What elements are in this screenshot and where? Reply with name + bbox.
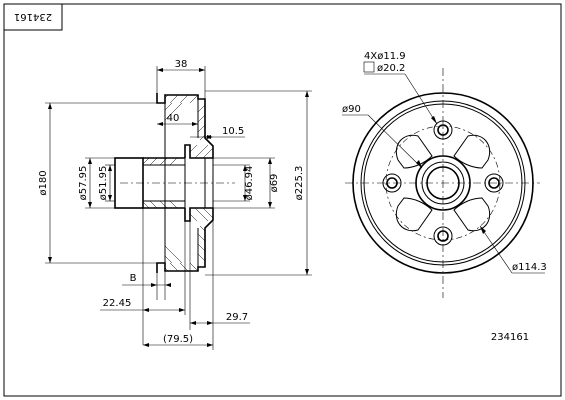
bolt-hole-bottom	[437, 230, 449, 242]
bolt-callout: 4Xø11.9 ø20.2	[363, 51, 438, 125]
dim-51-95: ø51.95	[98, 164, 115, 202]
bolt-hole-bottom-outer	[433, 226, 453, 246]
bolt-hole-right-outer	[484, 173, 504, 193]
dim-22-45: 22.45	[100, 208, 186, 345]
dim-40-label: 40	[167, 113, 180, 124]
dim-10-5-label: 10.5	[222, 126, 244, 137]
bolt-hole-top-outer	[433, 120, 453, 140]
dim-29-7: 29.7	[189, 208, 250, 330]
dim-46-94: ø46.94	[213, 164, 255, 202]
drum-outer-circle	[352, 92, 534, 274]
part-number: 234161	[491, 332, 529, 343]
drum-profile-upper	[156, 93, 214, 159]
drum-rim-circle	[360, 100, 526, 266]
corner-part-number: 234161	[14, 11, 52, 22]
bolt-holes	[382, 120, 504, 246]
bolt-cb-label: ø20.2	[377, 63, 405, 74]
slot-lower-left	[395, 197, 433, 232]
corner-part-number-box: 234161	[3, 3, 63, 31]
dim-180: ø180	[38, 102, 157, 264]
dim-38: 38	[156, 59, 206, 99]
pcd-circle	[385, 125, 501, 241]
dim-79-5-label: (79.5)	[163, 334, 193, 345]
center-bore	[426, 166, 460, 200]
dim-69: ø69	[213, 157, 280, 209]
drum-profile-lower	[156, 207, 214, 273]
dim-57-95-label: ø57.95	[78, 166, 89, 201]
drum-inner-circle	[363, 103, 523, 263]
dim-225-3: ø225.3	[205, 90, 312, 276]
dim-38-label: 38	[175, 59, 188, 70]
hatching-lower	[142, 200, 214, 272]
slot-upper-left	[395, 134, 433, 169]
drawing-frame	[3, 3, 562, 397]
dim-57-95: ø57.95	[78, 157, 115, 209]
bolt-hole-left	[386, 177, 398, 189]
bolt-hole-left-outer	[382, 173, 402, 193]
cooling-slots	[395, 134, 491, 232]
slot-lower-right	[453, 197, 491, 232]
dim-69-label: ø69	[269, 174, 280, 193]
dim-46-94-label: ø46.94	[244, 166, 255, 201]
hatching-upper	[142, 94, 214, 166]
dim-29-7-label: 29.7	[226, 312, 248, 323]
pcd-label: ø114.3	[512, 262, 547, 273]
hub-outer-circle	[415, 155, 471, 211]
dim-51-95-label: ø51.95	[98, 166, 109, 201]
dim-b: B	[122, 271, 171, 300]
pcd-callout: ø114.3	[479, 225, 547, 274]
dim-b-label: B	[130, 273, 137, 284]
hub-body	[114, 157, 144, 209]
bolt-hole-right	[488, 177, 500, 189]
side-view: 38 40 10.5 ø180	[38, 59, 312, 350]
dim-79-5: (79.5)	[143, 330, 214, 350]
center-hole-callout: ø90	[342, 104, 423, 169]
dim-225-3-label: ø225.3	[294, 166, 305, 201]
front-view: 4Xø11.9 ø20.2 ø90 ø114.3	[342, 51, 547, 298]
bolt-spec-label: 4Xø11.9	[364, 51, 406, 62]
dim-22-45-label: 22.45	[103, 298, 132, 309]
dim-10-5: 10.5	[190, 126, 245, 139]
dim-180-label: ø180	[38, 170, 49, 195]
center-hole-label: ø90	[342, 104, 361, 115]
hub-circle	[421, 161, 465, 205]
slot-upper-right	[453, 134, 491, 169]
bolt-hole-top	[437, 124, 449, 136]
dim-40: 40	[157, 113, 198, 126]
counterbore-symbol	[363, 61, 375, 73]
